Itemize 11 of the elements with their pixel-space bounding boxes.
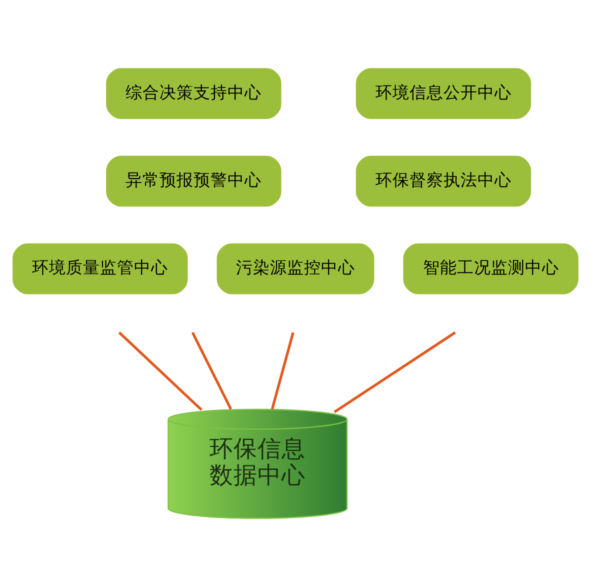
node-box: 环境质量监管中心: [12, 243, 188, 294]
node-box: 综合决策支持中心: [106, 68, 282, 120]
connector: [191, 332, 232, 410]
node-box: 环境信息公开中心: [356, 68, 532, 120]
node-box: 智能工况监测中心: [403, 243, 578, 294]
node-box: 异常预报预警中心: [106, 156, 282, 207]
connector: [334, 331, 456, 414]
connector: [270, 332, 294, 410]
node-box: 污染源监控中心: [216, 243, 374, 294]
node-box: 环保督察执法中心: [356, 156, 532, 207]
connector: [118, 332, 202, 411]
